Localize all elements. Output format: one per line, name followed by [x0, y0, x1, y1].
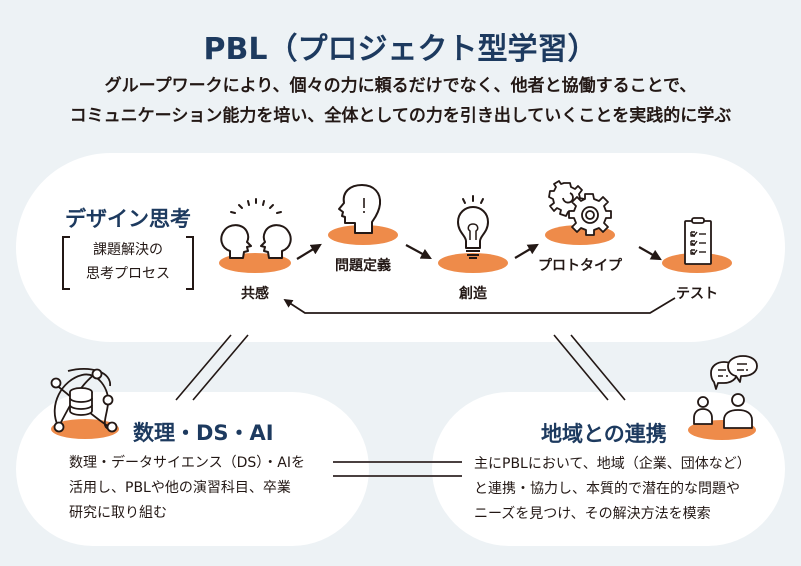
regional-description: 主にPBLにおいて、地域（企業、団体など） と連携・協力し、本質的で潜在的な問題… [474, 452, 751, 527]
feedback-arrow [283, 297, 676, 314]
desc-line-2: 活用し、PBLや他の演習科目、卒業 [69, 480, 291, 496]
page-subtitle: グループワークにより、個々の力に頼るだけでなく、他者と協働することで、 コミュニ… [0, 71, 801, 131]
design-thinking-panel [16, 153, 785, 342]
bracket-left [62, 236, 70, 290]
subtitle-line-2: コミュニケーション能力を培い、全体としての力を引き出していくことを実践的に学ぶ [69, 106, 732, 126]
gears-icon [548, 180, 612, 236]
arrow-prototype-to-test [638, 246, 662, 261]
subtitle-line-1: グループワークにより、個々の力に頼るだけでなく、他者と協働することで、 [104, 76, 697, 96]
bracket-line-1: 課題解決の [93, 242, 163, 258]
desc-line-2: と連携・協力し、本質的で潜在的な問題や [474, 481, 740, 497]
desc-line-1: 数理・データサイエンス（DS）・AIを [69, 455, 305, 471]
head-exclamation-icon [338, 184, 382, 234]
bracket-line-2: 思考プロセス [86, 266, 170, 282]
design-thinking-title: デザイン思考 [65, 207, 191, 231]
lightbulb-icon [457, 195, 489, 259]
connector-top-left [175, 334, 249, 401]
step-test-label: テスト [676, 286, 718, 302]
atom-database-icon [50, 367, 118, 433]
math-ds-ai-panel [16, 392, 369, 546]
desc-line-1: 主にPBLにおいて、地域（企業、団体など） [474, 456, 751, 472]
regional-title: 地域との連携 [541, 422, 667, 446]
clipboard-checklist-icon [684, 217, 712, 265]
math-ds-ai-title: 数理・DS・AI [133, 421, 274, 445]
step-empathize-label: 共感 [241, 286, 269, 302]
design-thinking-bracket: 課題解決の 思考プロセス [62, 236, 194, 290]
connector-bottom [333, 461, 462, 477]
two-heads-icon [220, 198, 292, 259]
page-title: PBL（プロジェクト型学習） [203, 32, 598, 67]
desc-line-3: 研究に取り組む [69, 505, 167, 521]
people-chat-icon [693, 355, 758, 429]
arrow-empathize-to-define [296, 243, 322, 260]
step-ideate-label: 創造 [459, 286, 487, 302]
desc-line-3: ニーズを見つけ、その解決方法を模索 [474, 506, 711, 522]
arrow-ideate-to-prototype [514, 243, 539, 259]
math-ds-ai-description: 数理・データサイエンス（DS）・AIを 活用し、PBLや他の演習科目、卒業 研究… [69, 451, 305, 526]
step-prototype-label: プロトタイプ [538, 258, 622, 274]
arrow-define-to-ideate [405, 244, 432, 260]
connector-top-right [553, 334, 626, 401]
step-define-label: 問題定義 [335, 258, 391, 274]
bracket-text: 課題解決の 思考プロセス [62, 238, 194, 286]
bracket-right [186, 236, 194, 290]
process-arrows [296, 243, 662, 261]
icon-bases [51, 225, 756, 440]
